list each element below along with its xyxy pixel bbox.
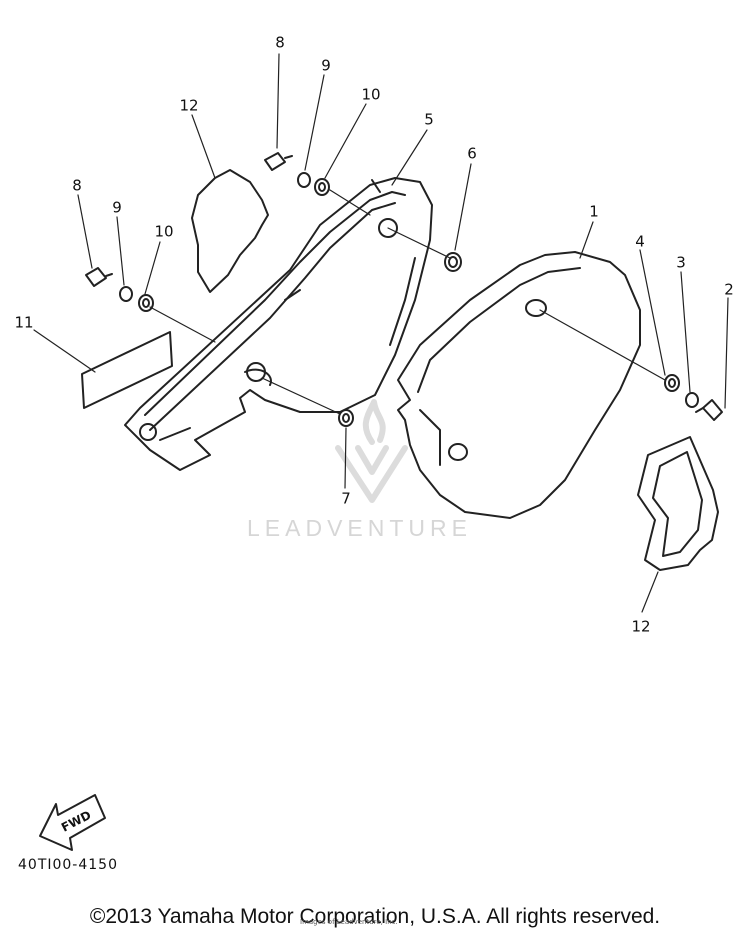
callout-2: 2 xyxy=(724,280,734,299)
callout-9-upper: 9 xyxy=(321,56,331,75)
callout-12-upper: 12 xyxy=(179,96,199,115)
right-side-cover xyxy=(397,251,641,519)
emblem-decal xyxy=(81,331,173,409)
watermark-text: LEADVENTURE xyxy=(247,515,472,541)
diagram-part-code: 40TI00-4150 xyxy=(18,857,118,873)
hardware-parts xyxy=(85,152,723,427)
callout-7: 7 xyxy=(341,489,351,508)
callout-11: 11 xyxy=(14,313,34,332)
copyright-notice: ©2013 Yamaha Motor Corporation, U.S.A. A… xyxy=(89,905,661,928)
decal-right xyxy=(637,436,719,571)
callout-9-lower: 9 xyxy=(112,198,122,217)
callout-10-lower: 10 xyxy=(154,222,174,241)
callout-10-upper: 10 xyxy=(361,85,381,104)
decal-left xyxy=(191,169,269,293)
callout-5: 5 xyxy=(424,110,434,129)
callout-1: 1 xyxy=(589,202,599,221)
callout-4: 4 xyxy=(635,232,645,251)
callout-8-upper: 8 xyxy=(275,33,285,52)
fwd-arrow-icon xyxy=(39,794,106,851)
assembly-lines xyxy=(149,189,666,415)
callout-3: 3 xyxy=(676,253,686,272)
courtesy-text: Images of Leadventure, Inc. xyxy=(300,918,398,926)
callout-12-lower: 12 xyxy=(631,617,651,636)
leadventure-logo-icon xyxy=(335,399,408,503)
callout-leaders xyxy=(33,53,729,613)
left-side-cover xyxy=(124,177,433,471)
callout-6: 6 xyxy=(467,144,477,163)
callout-8-lower: 8 xyxy=(72,176,82,195)
